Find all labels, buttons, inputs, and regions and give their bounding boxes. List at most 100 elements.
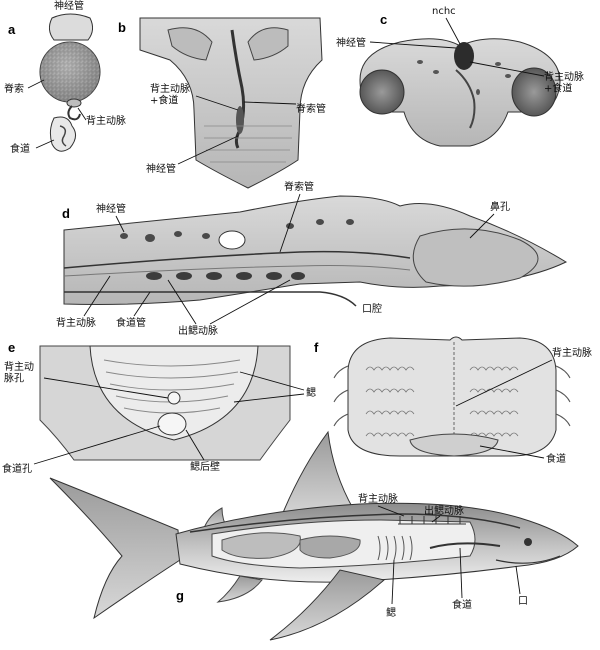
leader-d-efferent-a — [167, 279, 197, 325]
leader-c-nchc — [445, 17, 461, 45]
leader-g-esophagus — [459, 547, 463, 599]
g-dorsal-aorta-line — [189, 513, 521, 533]
label-b-neural-tube: 神经管 — [146, 162, 176, 175]
dorsal-fin — [279, 430, 361, 521]
label-e-aortic-foramen: 背主动脉孔 — [4, 360, 34, 385]
panel-d: d 神经管 脊索管 鼻孔 背主动脉 — [56, 180, 568, 337]
esophagus-shape — [49, 116, 76, 152]
label-c-nchc: nchc — [432, 6, 456, 17]
leader-b-neural-tube — [177, 135, 239, 165]
e-esophageal-foramen-shape — [157, 412, 187, 436]
nasal-capsule — [412, 228, 539, 287]
leader-b-notochord-canal — [243, 101, 297, 105]
label-g-gill: 鳃 — [386, 606, 396, 619]
label-g-mouth: 口 — [518, 596, 528, 607]
f-gill-rakers — [365, 366, 519, 437]
leader-e-gill-a — [239, 371, 305, 391]
label-b-notochord-canal: 脊索管 — [296, 102, 326, 115]
leader-e-gill-b — [233, 393, 305, 403]
caudal-fin — [49, 477, 181, 620]
c-foramina — [417, 60, 511, 95]
label-d-notochord-canal: 脊索管 — [284, 180, 314, 193]
label-d-efferent-artery: 出鳃动脉 — [178, 324, 218, 337]
pelvic-fin — [216, 575, 263, 603]
aorta-esophagus-shape — [236, 106, 244, 134]
leader-c-aorta-esophagus — [469, 61, 545, 77]
panel-e: e 背主动脉孔 鳃 食道孔 鳃后壁 — [2, 340, 316, 475]
label-a-notochord: 脊索 — [4, 82, 24, 95]
label-e-esophageal-foramen: 食道孔 — [2, 462, 32, 475]
d-esophageal-tube-shape — [64, 291, 357, 307]
label-d-dorsal-aorta: 背主动脉 — [56, 316, 96, 329]
notochord-texture — [40, 42, 100, 102]
label-a-esophagus: 食道 — [10, 142, 30, 155]
panel-b-letter: b — [118, 20, 126, 35]
left-otic-capsule — [359, 69, 405, 115]
aorta-loop — [67, 105, 81, 121]
g-organ-liver — [221, 532, 301, 559]
label-b-aorta-esophagus: 背主动脉+食道 — [150, 82, 190, 107]
label-d-esophageal-tube: 食道管 — [116, 316, 146, 329]
leader-a-notochord — [27, 79, 45, 89]
label-d-nostril: 鼻孔 — [490, 200, 510, 213]
g-gill-slits — [377, 535, 413, 561]
leader-f-esophagus — [479, 445, 545, 459]
leader-g-dorsal-aorta — [377, 505, 405, 517]
label-d-neural-tube: 神经管 — [96, 202, 126, 215]
label-c-aorta-esophagus: 背主动脉+食道 — [544, 70, 584, 95]
leader-d-efferent-b — [209, 279, 291, 325]
panel-f-letter: f — [314, 340, 319, 355]
label-f-dorsal-aorta: 背主动脉 — [552, 346, 592, 359]
label-c-neural-tube: 神经管 — [336, 36, 366, 49]
panel-c: c nchc 神经管 背主动脉+食道 — [336, 6, 584, 147]
panel-f: f 背主动脉 食道 — [314, 336, 592, 465]
leader-e-gill-wall — [185, 429, 205, 461]
f-pharynx-shape — [347, 336, 557, 457]
d-canal-lower — [63, 265, 411, 277]
pectoral-fin — [269, 569, 386, 641]
left-arch — [167, 27, 213, 61]
leader-g-efferent-artery — [431, 515, 441, 523]
label-e-gill-wall: 鳃后壁 — [190, 460, 220, 473]
label-a-neural-tube: 神经管 — [54, 0, 84, 12]
leader-d-dorsal-aorta — [83, 275, 111, 317]
e-aortic-foramen-shape — [167, 391, 181, 405]
panel-g-letter: g — [176, 588, 184, 603]
label-g-dorsal-aorta: 背主动脉 — [358, 492, 398, 505]
g-esophagus-line — [429, 542, 501, 549]
leader-d-notochord-canal — [279, 193, 301, 253]
leader-a-esophagus — [35, 139, 55, 149]
notochord-canal-shape — [230, 29, 246, 149]
leader-f-dorsal-aorta — [455, 359, 553, 407]
label-d-oral-cavity: 口腔 — [362, 302, 382, 315]
g-organ-stomach — [299, 535, 361, 559]
leader-d-esophageal-tube — [133, 291, 151, 317]
panel-a-letter: a — [8, 22, 16, 37]
d-foramen-large — [218, 230, 246, 250]
leader-b-aorta-esophagus — [195, 95, 239, 111]
panel-g: g — [49, 430, 579, 641]
leader-d-nostril — [469, 213, 495, 239]
leader-a-dorsal-aorta — [77, 107, 87, 121]
panel-d-letter: d — [62, 206, 70, 221]
d-foramina — [120, 219, 354, 242]
leader-e-aortic-foramen — [43, 377, 169, 399]
c-midline — [455, 69, 476, 129]
panel-b: b 背主动脉+食道 脊索管 神经管 — [118, 17, 326, 189]
vertebra-body — [139, 17, 323, 189]
label-g-efferent-artery: 出鳃动脉 — [424, 504, 464, 517]
body-ridges — [204, 125, 292, 163]
panel-e-letter: e — [8, 340, 15, 355]
leader-g-mouth — [515, 565, 521, 595]
panel-c-letter: c — [380, 12, 387, 27]
nchc-shape — [454, 42, 474, 70]
g-efferent-ladder — [398, 516, 466, 525]
leader-g-gill — [391, 559, 395, 605]
eye-icon — [524, 538, 532, 546]
neural-tube-shape — [48, 13, 94, 41]
f-gill-arches — [333, 365, 571, 427]
label-f-esophagus: 食道 — [546, 452, 566, 465]
g-mouth-line — [495, 555, 561, 564]
d-notochord-canal — [63, 250, 411, 269]
